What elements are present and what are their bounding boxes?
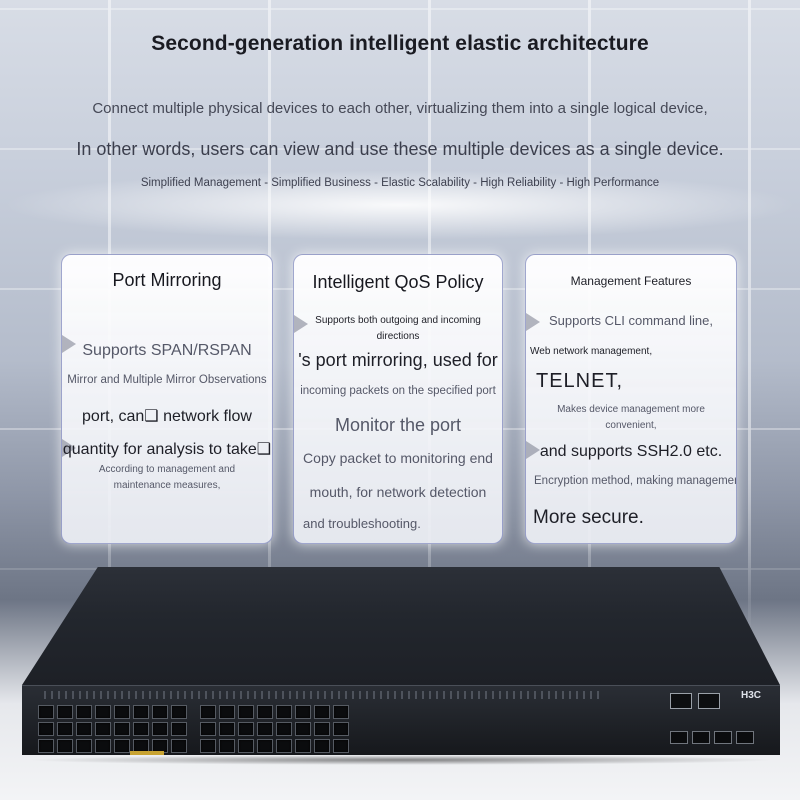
card-line: convenient, [605, 420, 657, 431]
card-line: Supports SPAN/RSPAN [82, 342, 252, 359]
card-notch-decoration [294, 315, 308, 333]
card-line: Makes device management more [557, 404, 705, 415]
card-line: Web network management, [530, 346, 653, 357]
card-line: According to management and [98, 464, 236, 475]
card-line: and supports SSH2.0 etc. [539, 443, 723, 460]
card-notch-decoration [526, 441, 540, 459]
card-line: mouth, for network detection [309, 484, 487, 500]
rj45-port [670, 693, 692, 709]
card-line: 's port mirroring, used for [298, 350, 498, 370]
card-line: Encryption method, making management [534, 475, 737, 487]
uplink-port [670, 731, 688, 744]
card-notch-decoration [62, 335, 76, 353]
card-line: Supports both outgoing and incoming [315, 315, 481, 326]
sfp-port-block-left [38, 705, 187, 753]
card-line: Monitor the port [334, 415, 462, 435]
card-line: directions [376, 331, 420, 342]
card-line: TELNET, [536, 370, 624, 392]
network-switch-image: H3C [22, 567, 780, 770]
card-line: More secure. [533, 507, 644, 528]
card-title: Intelligent QoS Policy [312, 272, 484, 292]
card-title: Management Features [570, 274, 692, 288]
card-line: incoming packets on the specified port [300, 385, 496, 397]
card-line: port, can❑ network flow [82, 408, 252, 425]
card-line: maintenance measures, [113, 480, 221, 491]
card-line: and troubleshooting. [303, 516, 421, 531]
card-notch-decoration [526, 313, 540, 331]
feature-tagline: Simplified Management - Simplified Busin… [140, 177, 660, 189]
device-label-sticker [130, 751, 164, 755]
uplink-port [692, 731, 710, 744]
card-line: Mirror and Multiple Mirror Observations [67, 374, 267, 386]
card-title: Port Mirroring [112, 270, 222, 290]
card-intelligent-qos: Intelligent QoS Policy Supports both out… [293, 254, 503, 544]
card-line: Supports CLI command line, [548, 313, 714, 328]
intro-line-2: In other words, users can view and use t… [76, 139, 724, 159]
card-management-features: Management Features Supports CLI command… [525, 254, 737, 544]
card-line: Copy packet to monitoring end [303, 450, 493, 466]
brand-logo: H3C [740, 690, 761, 701]
rj45-port [698, 693, 720, 709]
switch-top-panel [22, 567, 780, 685]
card-port-mirroring: Port Mirroring Supports SPAN/RSPAN Mirro… [61, 254, 273, 544]
uplink-port [714, 731, 732, 744]
sfp-port-block-right [200, 705, 349, 753]
uplink-port [736, 731, 754, 744]
card-notch-decoration [62, 439, 76, 457]
intro-line-1: Connect multiple physical devices to eac… [92, 100, 708, 117]
page-title: Second-generation intelligent elastic ar… [151, 32, 649, 55]
card-line: quantity for analysis to take❑ [62, 441, 272, 458]
switch-vents [44, 691, 604, 699]
